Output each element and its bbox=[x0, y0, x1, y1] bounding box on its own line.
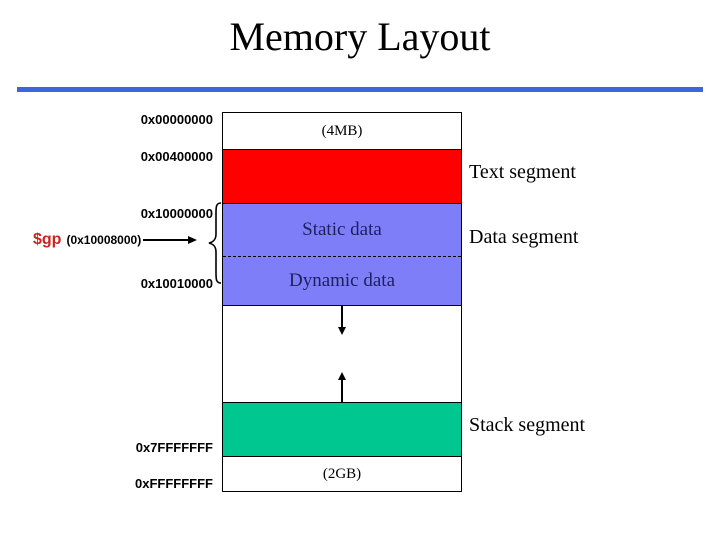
brace-icon bbox=[208, 202, 222, 284]
gp-register-label: $gp bbox=[33, 231, 62, 248]
down-arrow-icon bbox=[338, 306, 346, 335]
stack-segment-label: Stack segment bbox=[469, 414, 586, 436]
address-label-bottom: 0xFFFFFFFF bbox=[135, 476, 213, 491]
right-arrow-icon bbox=[143, 236, 198, 244]
page-title: Memory Layout bbox=[229, 14, 491, 59]
static-data-label: Static data bbox=[302, 219, 382, 241]
address-label-top: 0x00000000 bbox=[140, 112, 213, 127]
static-data-area: Static data bbox=[223, 204, 461, 258]
title-divider bbox=[17, 87, 703, 92]
text-segment-label: Text segment bbox=[469, 161, 576, 183]
growth-arrows bbox=[338, 306, 346, 402]
gp-address-label: (0x10008000) bbox=[66, 233, 142, 247]
segment-reserved-bottom: (2GB) bbox=[223, 457, 461, 491]
gp-pointer: $gp (0x10008000) bbox=[33, 231, 199, 249]
data-segment-label: Data segment bbox=[469, 226, 579, 248]
reserved-top-size-label: (4MB) bbox=[321, 122, 363, 139]
reserved-bottom-size-label: (2GB) bbox=[322, 465, 362, 482]
address-label-stack-end: 0x7FFFFFFF bbox=[135, 440, 213, 455]
segment-reserved-top: (4MB) bbox=[223, 113, 461, 150]
segment-stack bbox=[223, 403, 461, 457]
segment-free-space bbox=[223, 306, 461, 403]
up-arrow-icon bbox=[338, 372, 346, 402]
segment-data: Static data Dynamic data bbox=[223, 204, 461, 306]
memory-diagram: (4MB) Static data Dynamic data bbox=[222, 112, 462, 492]
address-label-text-start: 0x00400000 bbox=[140, 149, 213, 164]
address-label-data-start: 0x10000000 bbox=[140, 206, 213, 221]
dynamic-data-area: Dynamic data bbox=[223, 257, 461, 305]
dynamic-data-label: Dynamic data bbox=[288, 270, 396, 292]
address-label-dynamic-start: 0x10010000 bbox=[140, 276, 213, 291]
segment-text bbox=[223, 150, 461, 204]
